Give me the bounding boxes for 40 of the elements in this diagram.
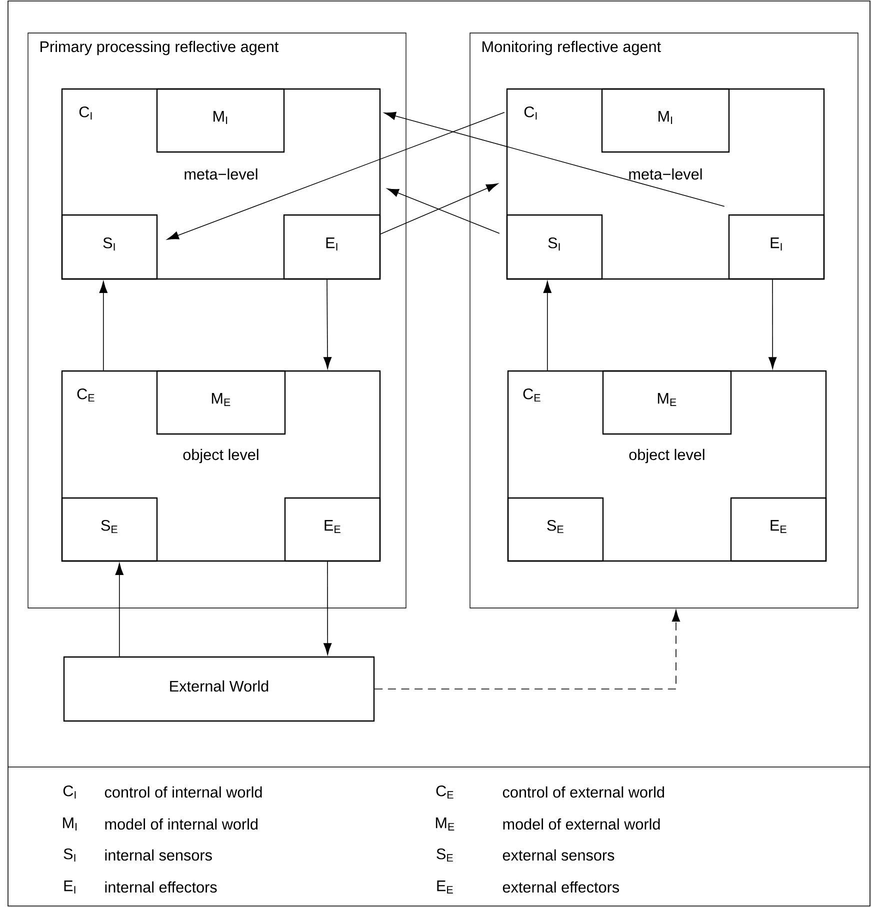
legend-text: control of external world (502, 786, 664, 798)
legend-text: control of internal world (104, 786, 262, 798)
legend-text: model of external world (503, 818, 660, 830)
legend-symbol: S$_{E}$ (436, 848, 453, 862)
arrow (99, 281, 108, 371)
arrow (386, 188, 500, 234)
component-box: E$_{I}$ (728, 214, 825, 280)
legend-text: internal effectors (105, 881, 217, 893)
component-box: M$_{I}$ (601, 88, 730, 153)
legend-text: external sensors (502, 849, 614, 861)
component-box: E$_{I}$ (283, 214, 381, 280)
arrow (324, 561, 332, 655)
legend-text: external effectors (502, 881, 620, 893)
component-box: M$_{E}$ (156, 370, 286, 435)
component-box: M$_{I}$ (156, 88, 285, 153)
legend-text: internal sensors (105, 849, 212, 861)
legend-symbol: S$_{I}$ (64, 848, 76, 862)
legend-symbol: C$_{I}$ (63, 785, 76, 799)
component-box: M$_{E}$ (602, 370, 732, 435)
legend-symbol: C$_{E}$ (436, 785, 454, 799)
component-box: S$_{E}$ (61, 497, 158, 562)
legend-symbol: E$_{I}$ (64, 880, 76, 894)
arrow (166, 112, 505, 240)
component-box: E$_{E}$ (284, 497, 381, 562)
legend-symbol: M$_{I}$ (63, 818, 77, 830)
legend-symbol: M$_{E}$ (436, 818, 454, 830)
arrow (380, 183, 498, 234)
arrow (374, 610, 680, 690)
component-box: S$_{I}$ (506, 214, 603, 280)
arrow (115, 563, 124, 657)
component-box: S$_{E}$ (507, 497, 604, 562)
legend-text: model of internal world (105, 818, 258, 830)
arrow (384, 112, 725, 207)
world-box: External World (63, 656, 375, 722)
legend-symbol: E$_{E}$ (437, 880, 453, 894)
component-box: S$_{I}$ (61, 214, 158, 280)
arrow (768, 279, 777, 369)
arrow (543, 281, 552, 371)
component-box: E$_{E}$ (730, 497, 827, 562)
arrow (323, 279, 332, 369)
